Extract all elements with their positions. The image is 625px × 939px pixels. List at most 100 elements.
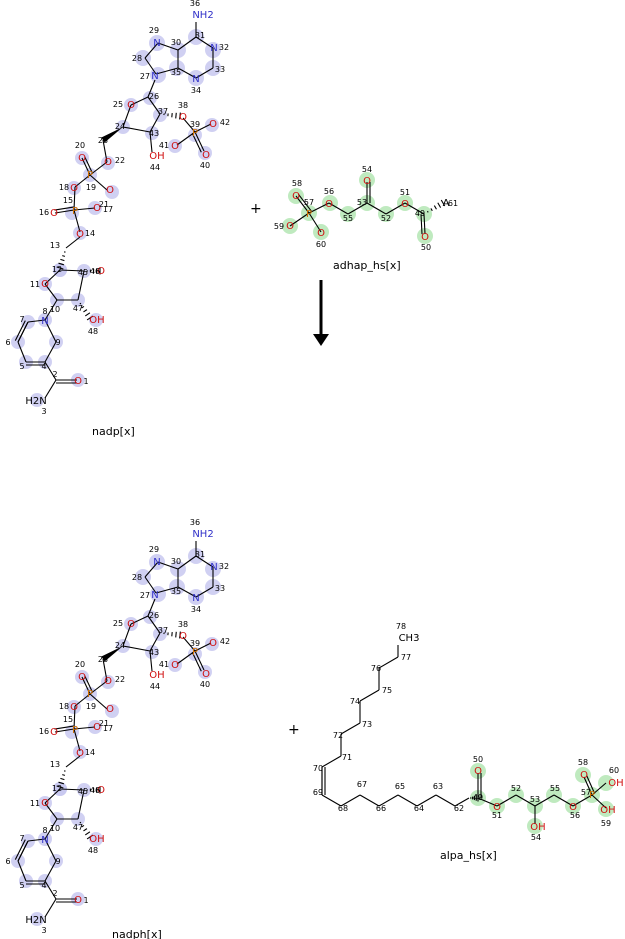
atom-number: 59: [601, 819, 611, 828]
atom-symbol: O: [493, 802, 501, 813]
atom-number: 49: [473, 793, 483, 802]
atom-number: 56: [324, 187, 334, 196]
atom-number: 15: [63, 715, 73, 724]
bond-line: [477, 797, 498, 807]
atom-highlight: [105, 704, 119, 718]
atom-symbol: O: [401, 199, 409, 210]
hash-bond: [433, 205, 437, 210]
atom-number: 58: [578, 758, 588, 767]
atom-number: 76: [371, 664, 381, 673]
atom-symbol: P: [72, 725, 78, 736]
atom-symbol: OH: [89, 315, 104, 326]
atom-symbol: O: [41, 279, 49, 290]
atom-symbol: O: [209, 638, 217, 649]
bond-line: [321, 794, 342, 807]
atom-symbol: O: [106, 185, 114, 196]
atom-number: 78: [396, 622, 406, 631]
atom-number: 39: [190, 120, 200, 129]
atom-symbol: OH: [89, 834, 104, 845]
bond-line: [591, 782, 607, 796]
bond-line: [73, 186, 76, 211]
bond-line: [195, 586, 214, 598]
atom-number: 5: [19, 881, 24, 890]
atom-number: 32: [219, 562, 229, 571]
atom-symbol: P: [192, 647, 198, 658]
atom-symbol: O: [317, 228, 325, 239]
bond-line: [44, 802, 58, 820]
atom-symbol: O: [97, 785, 105, 796]
atom-number: 3: [41, 407, 46, 416]
bond-line: [73, 705, 76, 730]
atom-number: 25: [113, 619, 123, 628]
bond-line: [14, 839, 26, 860]
bond-line: [194, 650, 205, 671]
atom-symbol: O: [50, 208, 58, 219]
atom-number: 47: [73, 823, 83, 832]
bond-line: [44, 788, 61, 804]
hash-bond: [179, 112, 181, 120]
atom-number: 25: [113, 100, 123, 109]
atom-symbol: P: [87, 689, 93, 700]
atom-number: 63: [433, 782, 443, 791]
bond-line: [359, 689, 380, 702]
atom-number: 12: [52, 784, 62, 793]
atom-symbol: N: [151, 590, 158, 601]
atom-number: 72: [333, 731, 343, 740]
atom-symbol: O: [209, 119, 217, 130]
atom-number: 40: [200, 680, 210, 689]
bond-line: [89, 693, 108, 710]
bond-line: [195, 36, 214, 49]
atom-number: 38: [178, 620, 188, 629]
hash-bond: [60, 258, 65, 262]
atom-highlight: [73, 226, 87, 240]
atom-symbol: N: [210, 562, 217, 573]
atom-symbol: O: [580, 770, 588, 781]
atom-symbol: N: [41, 316, 48, 327]
atom-highlight: [145, 126, 159, 140]
bond-line: [54, 206, 74, 211]
atom-symbol: O: [93, 203, 101, 214]
bond-line: [149, 632, 161, 652]
atom-number: 29: [149, 26, 159, 35]
bond-line: [81, 676, 91, 695]
bond-line: [308, 202, 330, 214]
bond-line: [194, 642, 212, 652]
atom-symbol: P: [306, 209, 312, 220]
atom-number: 20: [75, 141, 85, 150]
atom-number: 28: [132, 54, 142, 63]
bond-line: [27, 838, 46, 842]
bond-line: [44, 299, 58, 321]
atom-number: 10: [50, 305, 60, 314]
atom-number: 31: [195, 550, 205, 559]
hash-bond: [83, 828, 88, 832]
atom-highlight: [135, 569, 151, 585]
atom-number: 27: [140, 591, 150, 600]
atom-highlight: [135, 50, 151, 66]
bond-line: [84, 156, 94, 174]
bond-line: [144, 561, 159, 578]
atom-number: 12: [52, 265, 62, 274]
hash-bond: [84, 312, 91, 317]
atom-highlight: [149, 554, 165, 570]
atom-highlight: [575, 767, 591, 783]
molecule-label-adhap: adhap_hs[x]: [333, 259, 401, 272]
atom-number: 69: [313, 788, 323, 797]
bond-line: [44, 341, 57, 363]
atom-symbol: O: [569, 802, 577, 813]
hash-bond: [79, 821, 82, 824]
atom-number: 52: [381, 214, 391, 223]
atom-number: 50: [473, 755, 483, 764]
molecule-label-nadp: nadp[x]: [92, 425, 135, 438]
bond-line: [73, 726, 96, 730]
bond-line: [81, 157, 91, 176]
atom-number: 16: [39, 208, 49, 217]
bond-line: [340, 794, 361, 807]
atom-number: 47: [73, 304, 83, 313]
bond-line: [195, 67, 214, 79]
hash-bond: [430, 208, 433, 212]
atom-number: 43: [149, 648, 159, 657]
atom-number: 26: [149, 92, 159, 101]
atom-number: 23: [98, 655, 108, 664]
bond-line: [73, 207, 96, 211]
